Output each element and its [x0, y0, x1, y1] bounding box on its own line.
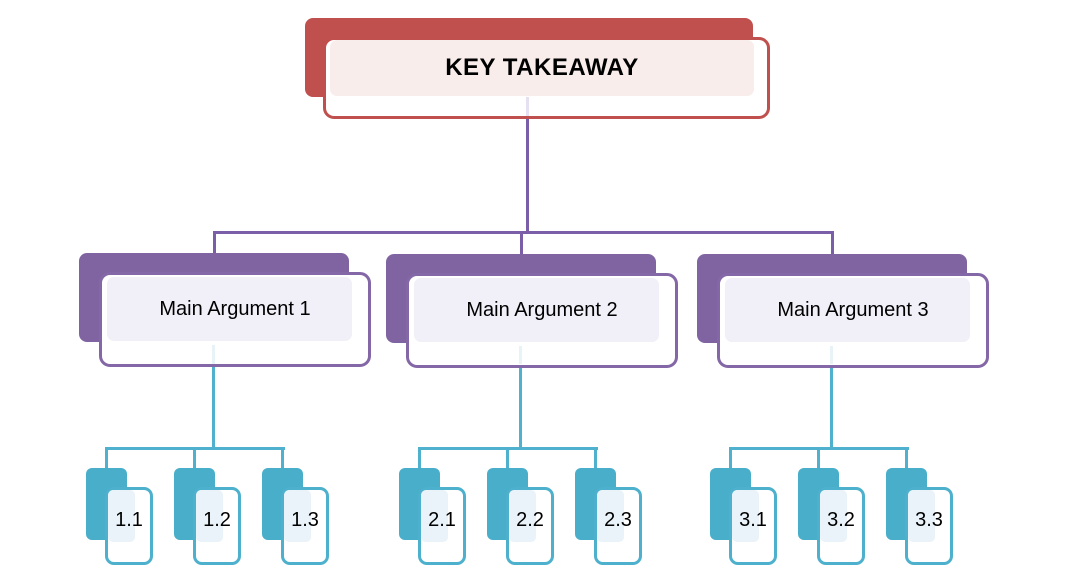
- connector-root-stem-faint: [526, 97, 529, 116]
- connector-root-stem: [526, 118, 529, 232]
- connector-leaf2-3-drop: [594, 447, 597, 469]
- root-node-label: KEY TAKEAWAY: [445, 54, 639, 81]
- leaf-node-2-3-panel: [597, 490, 624, 542]
- leaf-node-3-3-panel: [908, 490, 935, 542]
- leaf-node-2-3-label: 2.3: [604, 508, 632, 531]
- connector-leaf3-1-drop: [729, 447, 732, 469]
- leaf-node-1-2-label: 1.2: [203, 508, 231, 531]
- branch-node-1: Main Argument 1: [99, 272, 371, 367]
- branch-node-2: Main Argument 2: [406, 273, 678, 368]
- connector-leafgroup2-stem-faint: [519, 346, 522, 364]
- connector-leafgroup1-stem-faint: [212, 345, 215, 364]
- root-node: KEY TAKEAWAY: [323, 37, 770, 119]
- branch-node-1-label: Main Argument 1: [159, 297, 311, 320]
- branch-node-1-panel: [107, 277, 352, 341]
- leaf-node-3-3: 3.3: [905, 487, 953, 565]
- connector-leaf1-2-drop: [193, 447, 196, 469]
- connector-leaf3-3-drop: [905, 447, 908, 469]
- connector-leafgroup1-stem: [212, 367, 215, 449]
- leaf-node-2-2-label: 2.2: [516, 508, 544, 531]
- leaf-node-1-1-label: 1.1: [115, 508, 143, 531]
- leaf-node-2-1-label: 2.1: [428, 508, 456, 531]
- leaf-node-1-3-panel: [284, 490, 311, 542]
- connector-branch-drop-2: [520, 231, 523, 255]
- branch-node-3-label: Main Argument 3: [777, 298, 929, 321]
- connector-leaf2-1-drop: [418, 447, 421, 469]
- leaf-node-2-2-panel: [509, 490, 536, 542]
- leaf-node-3-2: 3.2: [817, 487, 865, 565]
- branch-node-3-panel: [725, 278, 970, 342]
- leaf-node-3-2-label: 3.2: [827, 508, 855, 531]
- leaf-node-3-1: 3.1: [729, 487, 777, 565]
- connector-leaf2-2-drop: [506, 447, 509, 469]
- connector-branch-drop-1: [213, 231, 216, 255]
- leaf-node-1-1-panel: [108, 490, 135, 542]
- leaf-node-1-3: 1.3: [281, 487, 329, 565]
- connector-leaf1-3-drop: [281, 447, 284, 469]
- leaf-node-1-3-label: 1.3: [291, 508, 319, 531]
- connector-leaf3-2-drop: [817, 447, 820, 469]
- branch-node-2-panel: [414, 278, 659, 342]
- branch-node-3: Main Argument 3: [717, 273, 989, 368]
- leaf-node-3-1-label: 3.1: [739, 508, 767, 531]
- leaf-node-1-1: 1.1: [105, 487, 153, 565]
- leaf-node-1-2: 1.2: [193, 487, 241, 565]
- connector-leafgroup3-stem-faint: [830, 346, 833, 364]
- leaf-node-2-1-panel: [421, 490, 448, 542]
- leaf-node-2-2: 2.2: [506, 487, 554, 565]
- leaf-node-3-1-panel: [732, 490, 759, 542]
- connector-branch-bar: [213, 231, 834, 234]
- leaf-node-3-2-panel: [820, 490, 847, 542]
- leaf-node-3-3-label: 3.3: [915, 508, 943, 531]
- connector-leaf1-1-drop: [105, 447, 108, 469]
- leaf-node-1-2-panel: [196, 490, 223, 542]
- branch-node-2-label: Main Argument 2: [466, 298, 618, 321]
- leaf-node-2-1: 2.1: [418, 487, 466, 565]
- root-node-panel: [330, 40, 754, 96]
- connector-leafgroup2-stem: [519, 367, 522, 449]
- connector-leafgroup3-stem: [830, 367, 833, 449]
- connector-branch-drop-3: [831, 231, 834, 255]
- leaf-node-2-3: 2.3: [594, 487, 642, 565]
